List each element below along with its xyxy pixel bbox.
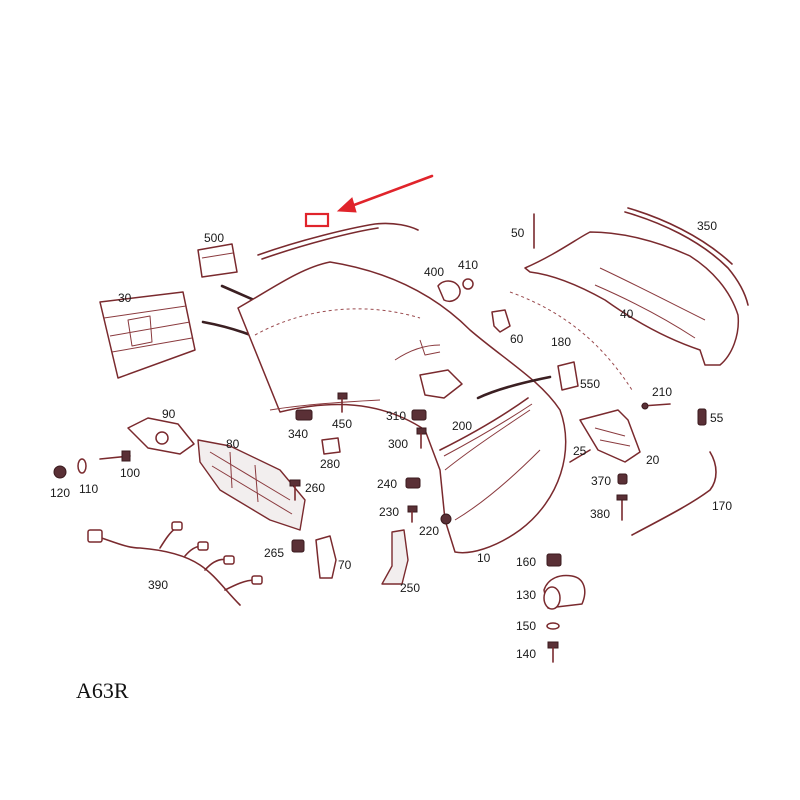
label-410: 410 [458,258,478,272]
part-130-housing [543,574,586,610]
label-60: 60 [510,332,524,346]
label-100: 100 [120,466,140,480]
part-10-bumper-cover [237,261,567,554]
part-280-clip [321,437,341,455]
label-380: 380 [590,507,610,521]
part-340-clip [295,409,313,421]
part-230-screw [407,505,418,523]
label-200: 200 [452,419,472,433]
label-10: 10 [477,551,491,565]
highlight-marker [304,212,330,228]
label-450: 450 [332,417,352,431]
label-55: 55 [710,411,724,425]
part-120-nut [53,465,67,479]
label-80: 80 [226,437,240,451]
label-150: 150 [516,619,536,633]
label-400: 400 [424,265,444,279]
part-400-sensor [437,280,461,302]
label-350: 350 [697,219,717,233]
part-500-module [197,243,238,278]
part-30-license-panel [99,291,196,379]
label-50: 50 [511,226,525,240]
label-500: 500 [204,231,224,245]
label-25: 25 [573,444,587,458]
label-265: 265 [264,546,284,560]
label-110: 110 [79,482,98,496]
label-30: 30 [118,291,132,305]
label-370: 370 [591,474,611,488]
part-450-screw [337,392,348,413]
part-350-trim [624,211,749,306]
part-260-screw [289,479,301,501]
part-55-clip [697,408,707,426]
part-265-clip [291,539,305,553]
part-250-bracket [381,529,409,585]
label-130: 130 [516,588,536,602]
part-380-screw [616,494,628,521]
part-300-screw [416,427,427,449]
label-70: 70 [338,558,352,572]
part-160-clip [546,553,562,567]
part-60-bracket [491,309,511,333]
part-180-seal [509,291,633,391]
label-170: 170 [712,499,732,513]
label-390: 390 [148,578,168,592]
part-220-nut [440,513,452,525]
part-200-bracket [439,397,529,451]
label-300: 300 [388,437,408,451]
part-390-harness [87,521,263,606]
label-210: 210 [652,385,672,399]
trim-strip-part [257,222,419,256]
part-70-bracket [315,535,337,579]
label-120: 120 [50,486,70,500]
part-90-housing [127,417,195,455]
label-20: 20 [646,453,660,467]
label-180: 180 [551,335,571,349]
label-230: 230 [379,505,399,519]
diagram-code: A63R [76,678,129,703]
label-140: 140 [516,647,536,661]
label-310: 310 [386,409,406,423]
label-260: 260 [305,481,325,495]
label-90: 90 [162,407,176,421]
part-150-washer [546,622,560,630]
part-410-clip [462,278,474,290]
part-140-screw [547,641,559,663]
part-310-clip [411,409,427,421]
part-20-bracket [579,409,641,463]
part-170-strip [631,451,717,536]
label-340: 340 [288,427,308,441]
part-bracket-center [419,369,463,399]
label-280: 280 [320,457,340,471]
arrow-550 [476,375,552,400]
label-160: 160 [516,555,536,569]
highlight-arrow [344,174,434,210]
part-370-nut [617,473,628,485]
part-25-pin [569,449,591,463]
part-80-absorber [197,439,306,531]
label-40: 40 [620,307,634,321]
part-240-clip [405,477,421,489]
part-40-bumper-upper [524,231,740,366]
part-550-module [557,361,579,391]
label-220: 220 [419,524,439,538]
label-550: 550 [580,377,600,391]
label-250: 250 [400,581,420,595]
label-240: 240 [377,477,397,491]
part-110-washer [77,458,87,474]
